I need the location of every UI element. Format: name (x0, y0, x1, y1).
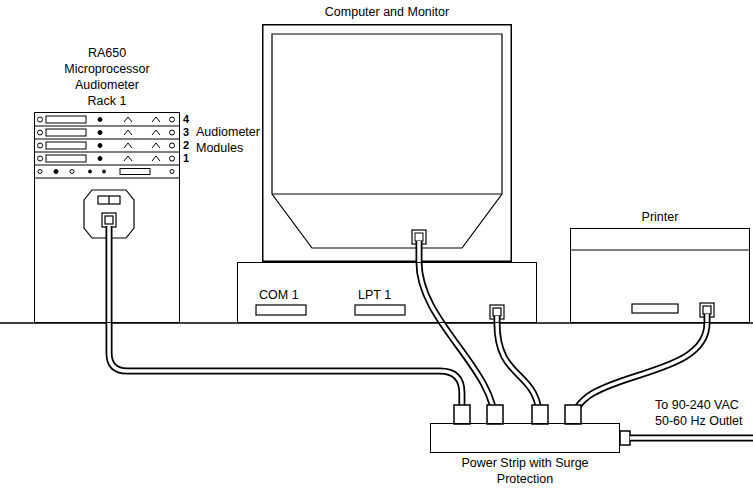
power-strip: Power Strip with Surge Protection (430, 423, 620, 453)
module-divider (34, 152, 180, 153)
module-display (46, 142, 86, 149)
module-knob (170, 117, 175, 122)
printer-lid (570, 249, 750, 250)
audiometer-rack: RA650 Microprocessor Audiometer Rack 1 (34, 112, 180, 323)
cord-core (109, 323, 462, 423)
module-switch (124, 143, 160, 148)
module-switch (124, 130, 160, 135)
inlet-socket (105, 216, 113, 224)
computer-base: COM 1 LPT 1 (237, 262, 537, 323)
serial-port (256, 305, 306, 315)
module-led (98, 118, 102, 122)
inlet-switch (98, 196, 120, 204)
plug (532, 405, 548, 424)
monitor-bezel (263, 25, 512, 262)
cord-stub (417, 241, 421, 262)
plug (565, 405, 581, 424)
cord-stub (704, 314, 711, 323)
monitor-housing (272, 34, 502, 248)
module-divider (34, 178, 180, 179)
cord-stub (106, 226, 113, 323)
power-socket (703, 306, 711, 314)
module-divider (34, 126, 180, 127)
device-heading: RA650 Microprocessor Audiometer Rack 1 (61, 45, 153, 109)
printer-port (632, 304, 678, 313)
plugs (454, 405, 630, 445)
module-led (98, 144, 102, 148)
cord-outline (109, 323, 462, 423)
rack-modules (34, 116, 180, 178)
module-display (46, 129, 86, 136)
module-knob (38, 156, 43, 161)
parallel-port (355, 305, 405, 315)
printer: Printer (570, 228, 750, 323)
control-led (54, 170, 58, 174)
monitor-socket (415, 233, 423, 241)
mains-cord (630, 435, 753, 442)
control-knob (70, 170, 74, 174)
cord-stub (495, 316, 499, 323)
device-heading: Power Strip with Surge Protection (460, 455, 590, 487)
inlet-socket (102, 213, 116, 227)
power-cord (419, 262, 495, 423)
part-label: Audiometer Modules (196, 124, 266, 156)
monitor-outline (262, 24, 512, 262)
module-knob (38, 130, 43, 135)
port-label: COM 1 (259, 287, 299, 303)
monitor: Computer and Monitor (262, 24, 512, 262)
module-knob (170, 143, 175, 148)
control-knob (170, 170, 174, 174)
computer-ports (256, 305, 504, 319)
module-knob (38, 117, 43, 122)
control-led (103, 170, 106, 173)
module-knob (170, 156, 175, 161)
cord-stub (494, 316, 501, 323)
module-display (46, 155, 86, 162)
device-heading: Printer (620, 209, 700, 225)
cord-stub (705, 314, 709, 323)
strip-cord-end (620, 431, 630, 445)
module-switch (124, 156, 160, 161)
power-socket (493, 308, 501, 316)
control-led (89, 170, 92, 173)
port-label: LPT 1 (358, 287, 391, 303)
module-switch (124, 117, 160, 122)
power-cord (109, 323, 462, 423)
cord-stub (107, 226, 111, 323)
cord-outline (419, 262, 495, 423)
device-heading: Computer and Monitor (287, 4, 487, 20)
module-led (98, 131, 102, 135)
module-display (46, 116, 86, 123)
control-connector (120, 169, 150, 175)
mains-cord (630, 436, 753, 440)
callout-number: 1 (183, 152, 189, 165)
callout-number: 4 (183, 113, 189, 126)
printer-ports (632, 303, 714, 317)
monitor-housing (272, 194, 502, 195)
module-divider (34, 165, 180, 166)
module-knob (38, 143, 43, 148)
module-knob (170, 130, 175, 135)
cord-core (419, 262, 495, 423)
inlet-switch (108, 196, 109, 204)
plug (454, 405, 470, 424)
control-knob (38, 170, 42, 174)
module-divider (34, 139, 180, 140)
cord-stub (416, 241, 423, 262)
module-led (98, 157, 102, 161)
plug (487, 405, 503, 424)
callout-number: 2 (183, 139, 189, 152)
callout-number: 3 (183, 126, 189, 139)
supply-note: To 90-240 VAC 50-60 Hz Outlet (655, 397, 751, 429)
